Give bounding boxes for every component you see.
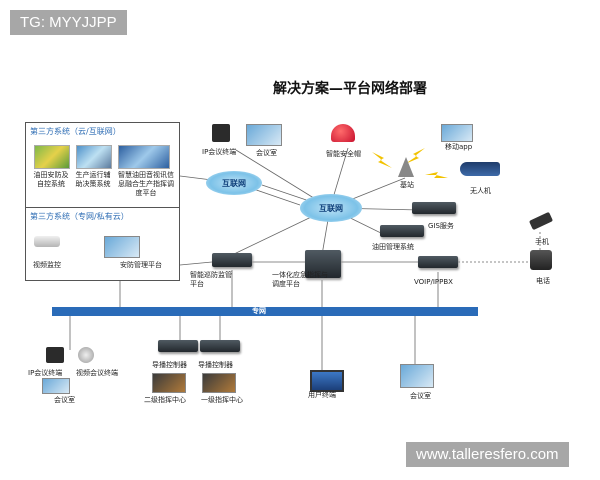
- center-1-label: 一级指挥中心: [201, 396, 243, 404]
- private-network-bus: 专网: [52, 307, 478, 316]
- oilfield-mgmt-label: 油田管理系统: [372, 243, 414, 251]
- center-2-label: 二级指挥中心: [144, 396, 186, 404]
- meeting-room-bottom-left-image: [42, 378, 70, 394]
- third-party-cloud-box: 第三方系统（云/互联网） 油田安防及自控系统 生产运行辅助决策系统 智慧油田音视…: [25, 122, 180, 209]
- user-terminal-icon: [310, 370, 344, 392]
- smart-patrol-text: 智能巡防监管平台: [190, 271, 232, 288]
- patrol-platform-icon: [212, 253, 252, 267]
- room-bottom-right-label: 会议室: [410, 392, 431, 400]
- controller-a-label: 导播控制器: [152, 361, 187, 369]
- oilfield-server-icon: [380, 225, 424, 237]
- video-monitor-label: 视频监控: [33, 261, 61, 269]
- security-platform-label: 安防管理平台: [120, 261, 162, 269]
- base-station-icon: [398, 157, 414, 177]
- room-bottom-left-label: 会议室: [54, 396, 75, 404]
- controller-a-icon: [158, 340, 198, 352]
- base-station-label: 基站: [400, 181, 414, 189]
- controller-b-label: 导播控制器: [198, 361, 233, 369]
- emergency-text: 一体化应急指挥与调度平台: [272, 271, 328, 288]
- gis-server-icon: [412, 202, 456, 214]
- drone-label: 无人机: [470, 187, 491, 195]
- diagram-title: 解决方案—平台网络部署: [273, 81, 427, 97]
- tel-label: 电话: [536, 277, 550, 285]
- controller-b-icon: [200, 340, 240, 352]
- ip-terminal-bottom-label: IP会议终端: [28, 369, 63, 377]
- center-1-image: [202, 373, 236, 393]
- gis-label: GIS服务: [428, 222, 454, 230]
- system-label-1: 油田安防及自控系统: [33, 171, 69, 188]
- watermark-top: TG: MYYJJPP: [10, 10, 127, 35]
- internet-cloud-main: 互联网: [300, 194, 362, 222]
- room-top-label: 会议室: [256, 149, 277, 157]
- internet-cloud-small-label: 互联网: [222, 178, 246, 188]
- system-label-3: 智慧油田音视讯信息融合生产指挥调度平台: [118, 171, 174, 197]
- cloud-box-title: 第三方系统（云/互联网）: [30, 127, 121, 136]
- video-camera-icon: [78, 347, 94, 363]
- private-box-title: 第三方系统（专网/私有云）: [30, 212, 129, 221]
- watermark-bottom: www.talleresfero.com: [406, 442, 569, 467]
- bus-label: 专网: [252, 307, 266, 315]
- video-terminal-label: 视频会议终端: [76, 369, 118, 377]
- center-2-image: [152, 373, 186, 393]
- meeting-room-top-image: [246, 124, 282, 146]
- internet-cloud-small: 互联网: [206, 171, 262, 195]
- mobile-app-image: [441, 124, 473, 142]
- voip-label: VOIP/IPPBX: [414, 278, 453, 286]
- ip-phone-icon: [212, 124, 230, 142]
- ip-phone-bottom-icon: [46, 347, 64, 363]
- meeting-room-bottom-right-image: [400, 364, 434, 388]
- smart-patrol-label: 智能巡防监管平台: [190, 271, 236, 289]
- camera-icon: [34, 236, 60, 247]
- security-platform-screen: [104, 236, 140, 258]
- telephone-icon: [530, 250, 552, 270]
- user-terminal-label: 用户终端: [308, 391, 336, 399]
- helmet-label: 智能安全帽: [326, 150, 361, 158]
- internet-cloud-main-label: 互联网: [319, 203, 343, 213]
- drone-icon: [460, 162, 500, 176]
- oilfield-security-thumb: [34, 145, 70, 169]
- ip-terminal-top-label: IP会议终端: [202, 148, 237, 156]
- voip-server-icon: [418, 256, 458, 268]
- mobile-app-label: 移动app: [445, 143, 473, 151]
- emergency-platform-icon: [305, 250, 341, 278]
- smart-oilfield-thumb: [118, 145, 170, 169]
- system-label-2: 生产运行辅助决策系统: [75, 171, 111, 188]
- production-decision-thumb: [76, 145, 112, 169]
- helmet-icon: [331, 124, 355, 142]
- emergency-label: 一体化应急指挥与调度平台: [272, 271, 328, 289]
- phone-label: 手机: [535, 238, 549, 246]
